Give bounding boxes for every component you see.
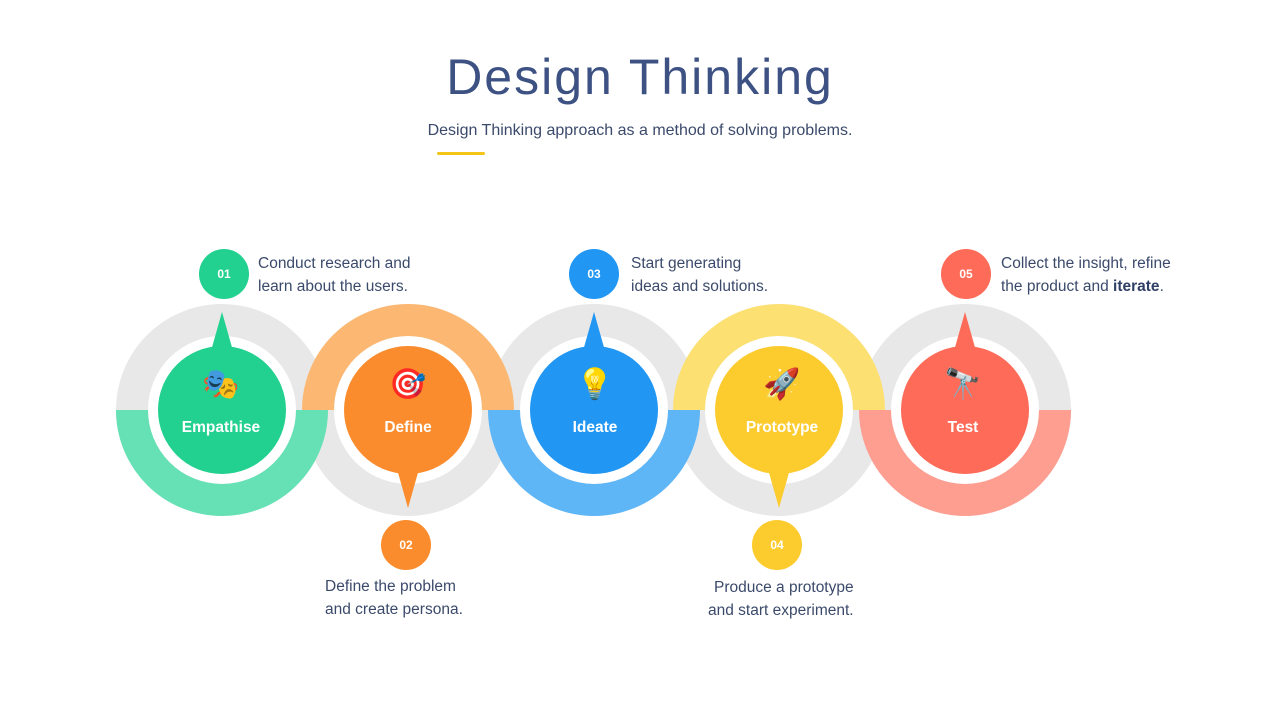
telescope-icon: 🔭 (944, 368, 982, 401)
step-circle-05 (901, 346, 1029, 474)
step-disc-01 (158, 312, 286, 474)
page-subtitle: Design Thinking approach as a method of … (427, 122, 853, 139)
step-number-badge-04: 04 (752, 520, 802, 570)
colored-ring-arc-03 (488, 409, 700, 516)
step-description-line: Produce a prototype (714, 579, 854, 596)
colored-ring-arc-04 (673, 304, 885, 411)
step-number-badge-01: 01 (199, 249, 249, 299)
step-label-ideate: Ideate (572, 419, 618, 436)
step-description-05: Collect the insight, refine the product … (1001, 252, 1171, 298)
step-circle-03 (530, 346, 658, 474)
page-title: Design Thinking (446, 49, 834, 105)
step-circle-04 (715, 346, 843, 474)
step-circle-01 (158, 346, 286, 474)
step-description-line: and start experiment. (708, 602, 854, 619)
step-number-badge-05: 05 (941, 249, 991, 299)
step-disc-03 (530, 312, 658, 474)
step-label-prototype: Prototype (745, 419, 819, 436)
step-description-line: Conduct research and (258, 255, 411, 272)
target-dart-icon: 🎯 (389, 368, 427, 401)
step-description-01: Conduct research and learn about the use… (258, 252, 411, 298)
step-description-emphasis: iterate (1113, 278, 1160, 295)
step-number-badge-02: 02 (381, 520, 431, 570)
colored-ring-arc-01 (116, 409, 328, 516)
step-disc-05 (901, 312, 1029, 474)
step-description-line: learn about the users. (258, 278, 408, 295)
colored-ring-arc-02 (302, 304, 514, 411)
title-underline (437, 152, 485, 155)
step-description-line: ideas and solutions. (631, 278, 769, 295)
step-disc-02 (344, 346, 472, 508)
step-description-line: and create persona. (325, 601, 463, 618)
step-label-empathise: Empathise (181, 419, 261, 436)
step-description-02: Define the problem and create persona. (325, 575, 463, 621)
discs-layer (158, 312, 1029, 508)
step-description-text: the product and (1001, 278, 1114, 295)
step-disc-04 (715, 346, 843, 508)
rocket-icon: 🚀 (763, 368, 801, 401)
step-description-text: . (1159, 278, 1164, 295)
step-description-04: Produce a prototype and start experiment… (708, 576, 854, 622)
step-description-line: Start generating (631, 255, 742, 272)
step-label-define: Define (384, 419, 432, 436)
light-bulb-icon: 💡 (576, 368, 614, 401)
step-description-line: Collect the insight, refine (1001, 255, 1171, 272)
step-description-line: the product and iterate. (1001, 275, 1171, 298)
step-circle-02 (344, 346, 472, 474)
colored-ring-arc-05 (859, 409, 1071, 516)
step-description-03: Start generating ideas and solutions. (631, 252, 768, 298)
step-description-line: Define the problem (325, 578, 456, 595)
performing-arts-masks-icon: 🎭 (202, 368, 240, 401)
step-number-badge-03: 03 (569, 249, 619, 299)
step-label-test: Test (947, 419, 979, 436)
